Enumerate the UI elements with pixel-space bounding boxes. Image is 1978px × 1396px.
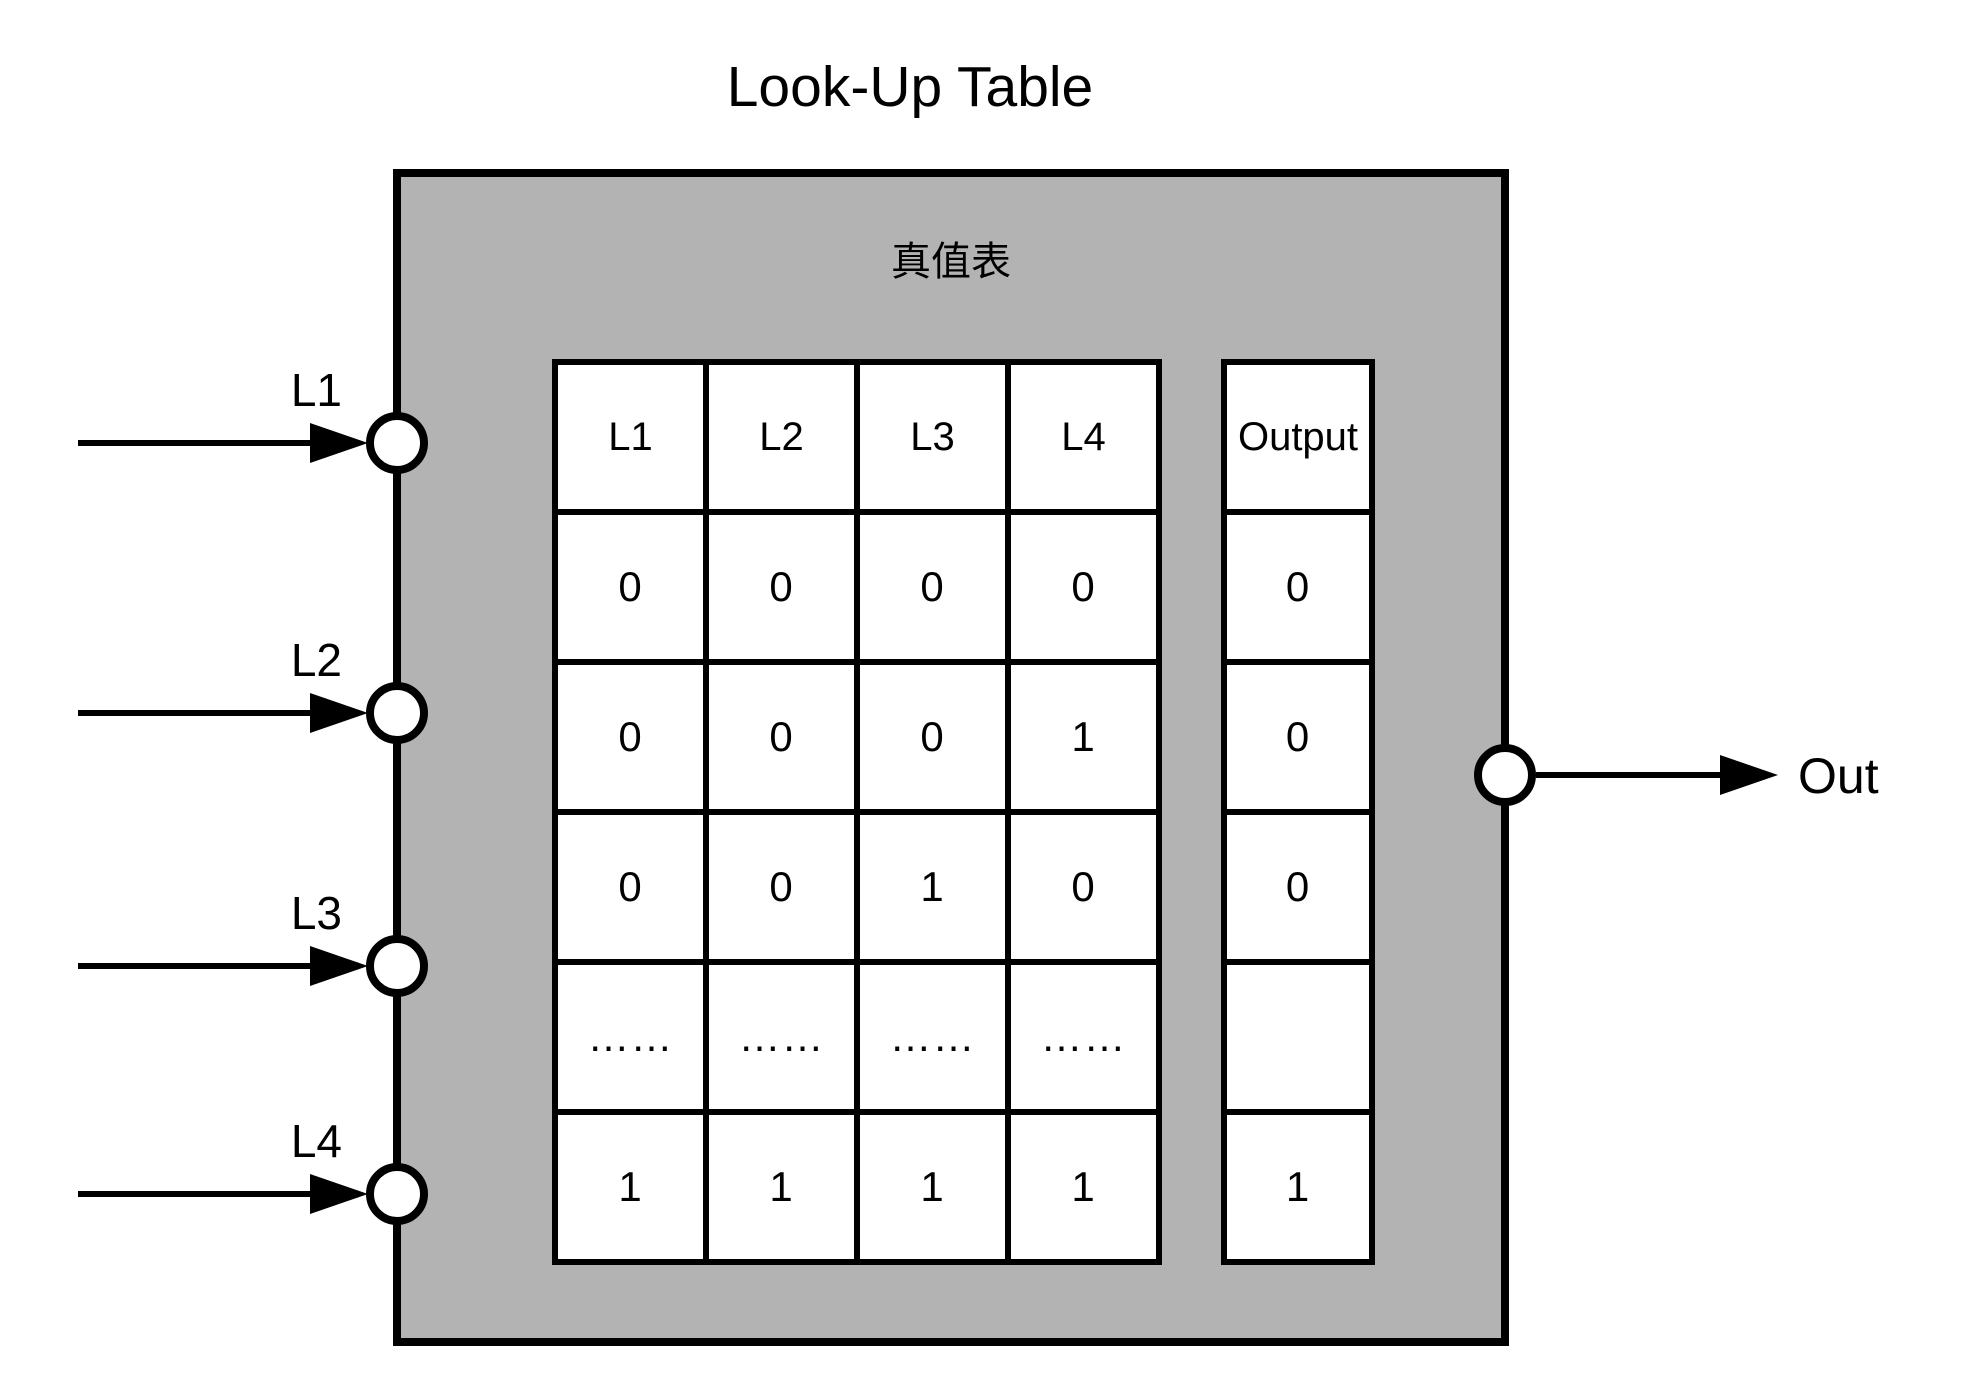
truth-table-header-cell: L3 <box>860 365 1005 509</box>
arrowhead-icon <box>310 423 368 463</box>
output-wire-label: Out <box>1798 748 1879 804</box>
output-wire-line <box>1536 772 1722 778</box>
output-column-cell: 1 <box>1227 1115 1369 1259</box>
input-wire-line <box>78 710 314 716</box>
arrowhead-icon <box>310 693 368 733</box>
truth-table-cell: 0 <box>558 515 703 659</box>
input-label-l2: L2 <box>290 634 342 686</box>
input-wire-line <box>78 440 314 446</box>
truth-table-cell: 1 <box>709 1115 854 1259</box>
truth-table-cell: 0 <box>709 665 854 809</box>
truth-table-cell: 1 <box>1011 665 1156 809</box>
truth-table-cell: 0 <box>1011 515 1156 659</box>
truth-table-cell: 0 <box>558 815 703 959</box>
arrowhead-icon <box>310 1174 368 1214</box>
truth-table-header-cell: L1 <box>558 365 703 509</box>
truth-table-cell: …… <box>860 965 1005 1109</box>
input-wire-line <box>78 963 314 969</box>
output-column-cell: 0 <box>1227 815 1369 959</box>
truth-table-cell: 0 <box>860 515 1005 659</box>
truth-table-cell: 0 <box>709 815 854 959</box>
input-pin-circle <box>366 935 428 997</box>
truth-table-header-cell: L4 <box>1011 365 1156 509</box>
input-label-l3: L3 <box>290 887 342 939</box>
truth-table-cell: 1 <box>558 1115 703 1259</box>
truth-table-cell: 0 <box>709 515 854 659</box>
truth-table-cell: …… <box>1011 965 1156 1109</box>
input-pin-circle <box>366 1163 428 1225</box>
diagram-title: Look-Up Table <box>726 55 1094 119</box>
input-pin-circle <box>366 682 428 744</box>
output-column-cell: 0 <box>1227 515 1369 659</box>
output-column-cell <box>1227 965 1369 1109</box>
input-wire-line <box>78 1191 314 1197</box>
input-pin-circle <box>366 412 428 474</box>
output-pin-circle <box>1474 744 1536 806</box>
input-label-l1: L1 <box>290 364 342 416</box>
truth-table-cell: 1 <box>1011 1115 1156 1259</box>
output-header-cell: Output <box>1227 365 1369 509</box>
truth-table-cell: 0 <box>1011 815 1156 959</box>
truth-table-cell: …… <box>709 965 854 1109</box>
arrowhead-icon <box>310 946 368 986</box>
truth-table-cell: 0 <box>860 665 1005 809</box>
truth-table-label: 真值表 <box>891 240 1011 284</box>
truth-table-cell: 1 <box>860 1115 1005 1259</box>
arrowhead-icon <box>1720 755 1778 795</box>
truth-table-cell: 1 <box>860 815 1005 959</box>
input-label-l4: L4 <box>290 1115 342 1167</box>
truth-table-header-cell: L2 <box>709 365 854 509</box>
truth-table-cell: 0 <box>558 665 703 809</box>
output-column-cell: 0 <box>1227 665 1369 809</box>
truth-table-cell: …… <box>558 965 703 1109</box>
